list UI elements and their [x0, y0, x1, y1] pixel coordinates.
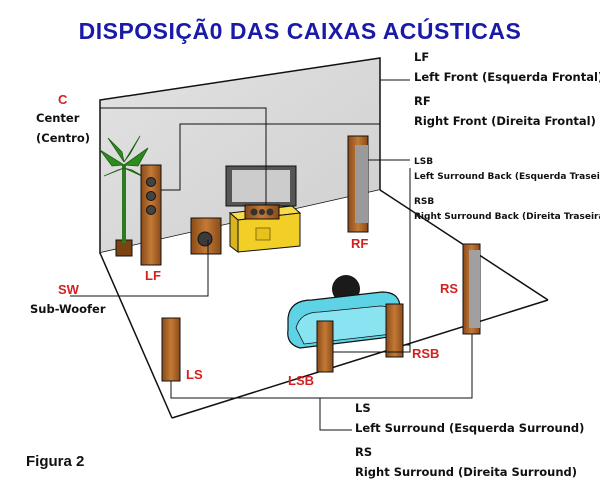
tag-rsb: RSB [412, 346, 440, 361]
callout-rf-name: Right Front (Direita Frontal) [414, 114, 596, 128]
diagram-title: DISPOSIÇÃ0 DAS CAIXAS ACÚSTICAS [78, 18, 522, 44]
callout-rsb-code: RSB [414, 197, 435, 207]
callout-rsb-name: Right Surround Back (Direita Traseira) [414, 212, 600, 222]
callout-sw-name: Sub-Woofer [30, 302, 106, 316]
speaker-rsb [385, 303, 404, 358]
callout-lsb-name: Left Surround Back (Esquerda Traseira) [414, 172, 600, 182]
callout-rf: RF Right Front (Direita Frontal) [414, 91, 596, 131]
tag-rf: RF [351, 236, 369, 251]
callout-rs-name: Right Surround (Direita Surround) [355, 465, 578, 479]
callout-sw-code: SW [58, 282, 79, 297]
callout-rs-code: RS [355, 445, 373, 459]
callout-c-alt: (Centro) [36, 131, 91, 145]
callout-rs: RS Right Surround (Direita Surround) [355, 442, 577, 482]
speaker-ls [161, 317, 181, 382]
television [225, 165, 297, 212]
callout-c-code: C [58, 92, 68, 107]
speaker-rf [347, 135, 369, 233]
figure-label: Figura 2 [26, 453, 85, 470]
callout-lsb-code: LSB [414, 157, 434, 167]
speaker-lf [140, 164, 162, 266]
callout-rsb: RSB Right Surround Back (Direita Traseir… [414, 195, 600, 225]
callout-lf: LF Left Front (Esquerda Frontal) [414, 47, 600, 87]
tag-ls: LS [186, 367, 203, 382]
callout-c: Center (Centro) [36, 108, 90, 148]
tag-lsb: LSB [288, 373, 314, 388]
floor-edge-left [99, 252, 173, 419]
callout-ls: LS Left Surround (Esquerda Surround) [355, 398, 584, 438]
speaker-lsb [316, 320, 334, 373]
callout-c-name: Center [36, 111, 80, 125]
potted-plant [99, 135, 149, 257]
callout-rf-code: RF [414, 94, 431, 108]
tag-lf: LF [145, 268, 161, 283]
callout-ls-name: Left Surround (Esquerda Surround) [355, 421, 585, 435]
speaker-rs [462, 243, 481, 335]
speaker-sw [190, 217, 222, 255]
callout-lsb: LSB Left Surround Back (Esquerda Traseir… [414, 155, 600, 185]
tag-rs: RS [440, 281, 459, 296]
callout-lf-code: LF [414, 50, 430, 64]
callout-ls-code: LS [355, 401, 371, 415]
callout-lines [70, 79, 473, 431]
callout-lf-name: Left Front (Esquerda Frontal) [414, 70, 600, 84]
